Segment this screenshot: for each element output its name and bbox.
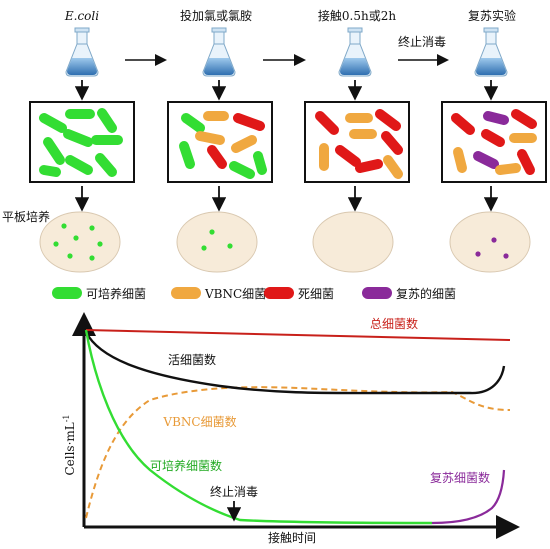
petri-plate-2 <box>176 211 258 273</box>
bacteria-group-revived <box>451 109 537 175</box>
legend-swatch-revived <box>362 287 392 299</box>
bacteria-group-culturable <box>39 108 123 177</box>
legend-label-vbnc: VBNC细菌 <box>204 287 266 301</box>
curve-live <box>84 331 506 395</box>
stop-disinfection-arrow-label: 终止消毒 <box>398 34 446 49</box>
y-axis-label: Cells·mL-1 <box>62 414 77 475</box>
flask-icon <box>338 27 372 77</box>
curve-vbnc <box>85 386 511 519</box>
legend-swatch-vbnc <box>171 287 201 299</box>
legend-label-culturable: 可培养细菌 <box>86 286 146 301</box>
bacteria-group-mixed <box>179 111 267 179</box>
legend: 可培养细菌 VBNC细菌 死细菌 复苏的细菌 <box>52 286 456 301</box>
y-axis-label-sup: -1 <box>62 414 71 422</box>
colonies-reduced <box>201 229 233 251</box>
legend-swatch-culturable <box>52 287 82 299</box>
legend-label-revived: 复苏的细菌 <box>396 286 456 301</box>
flask-icon <box>474 27 508 77</box>
label-vbnc: VBNC细菌数 <box>162 414 236 429</box>
petri-plate-1 <box>39 211 121 273</box>
y-axis-label-text: Cells·mL <box>63 422 77 475</box>
step-label-ecoli: E.coli <box>64 9 99 23</box>
step-label-add-chlorine: 投加氯或氯胺 <box>180 8 252 23</box>
legend-swatch-dead <box>264 287 294 299</box>
trend-chart: Cells·mL-1 接触时间 总细菌数 VBNC细菌数 活细菌数 可培养细菌数… <box>62 312 520 545</box>
curve-total <box>85 329 511 341</box>
petri-plate-3 <box>312 211 394 273</box>
step-label-revival: 复苏实验 <box>468 8 516 23</box>
label-revived: 复苏细菌数 <box>430 470 490 485</box>
flask-icon <box>202 27 236 77</box>
curve-revived <box>431 469 506 525</box>
x-axis-label: 接触时间 <box>268 530 316 545</box>
curve-culturable <box>84 329 433 525</box>
flask-icon <box>65 27 99 77</box>
label-total: 总细菌数 <box>370 316 418 331</box>
colonies-revived <box>475 237 509 259</box>
legend-label-dead: 死细菌 <box>298 287 334 301</box>
colonies-culturable <box>53 223 103 261</box>
bacteria-group-dead-vbnc <box>315 109 403 179</box>
petri-plate-4 <box>449 211 531 273</box>
plate-culture-label: 平板培养 <box>2 209 50 224</box>
step-label-contact-time: 接触0.5h或2h <box>318 8 396 23</box>
label-stop-disinfection: 终止消毒 <box>210 484 258 499</box>
label-live: 活细菌数 <box>168 352 216 367</box>
label-culturable: 可培养细菌数 <box>150 458 222 473</box>
